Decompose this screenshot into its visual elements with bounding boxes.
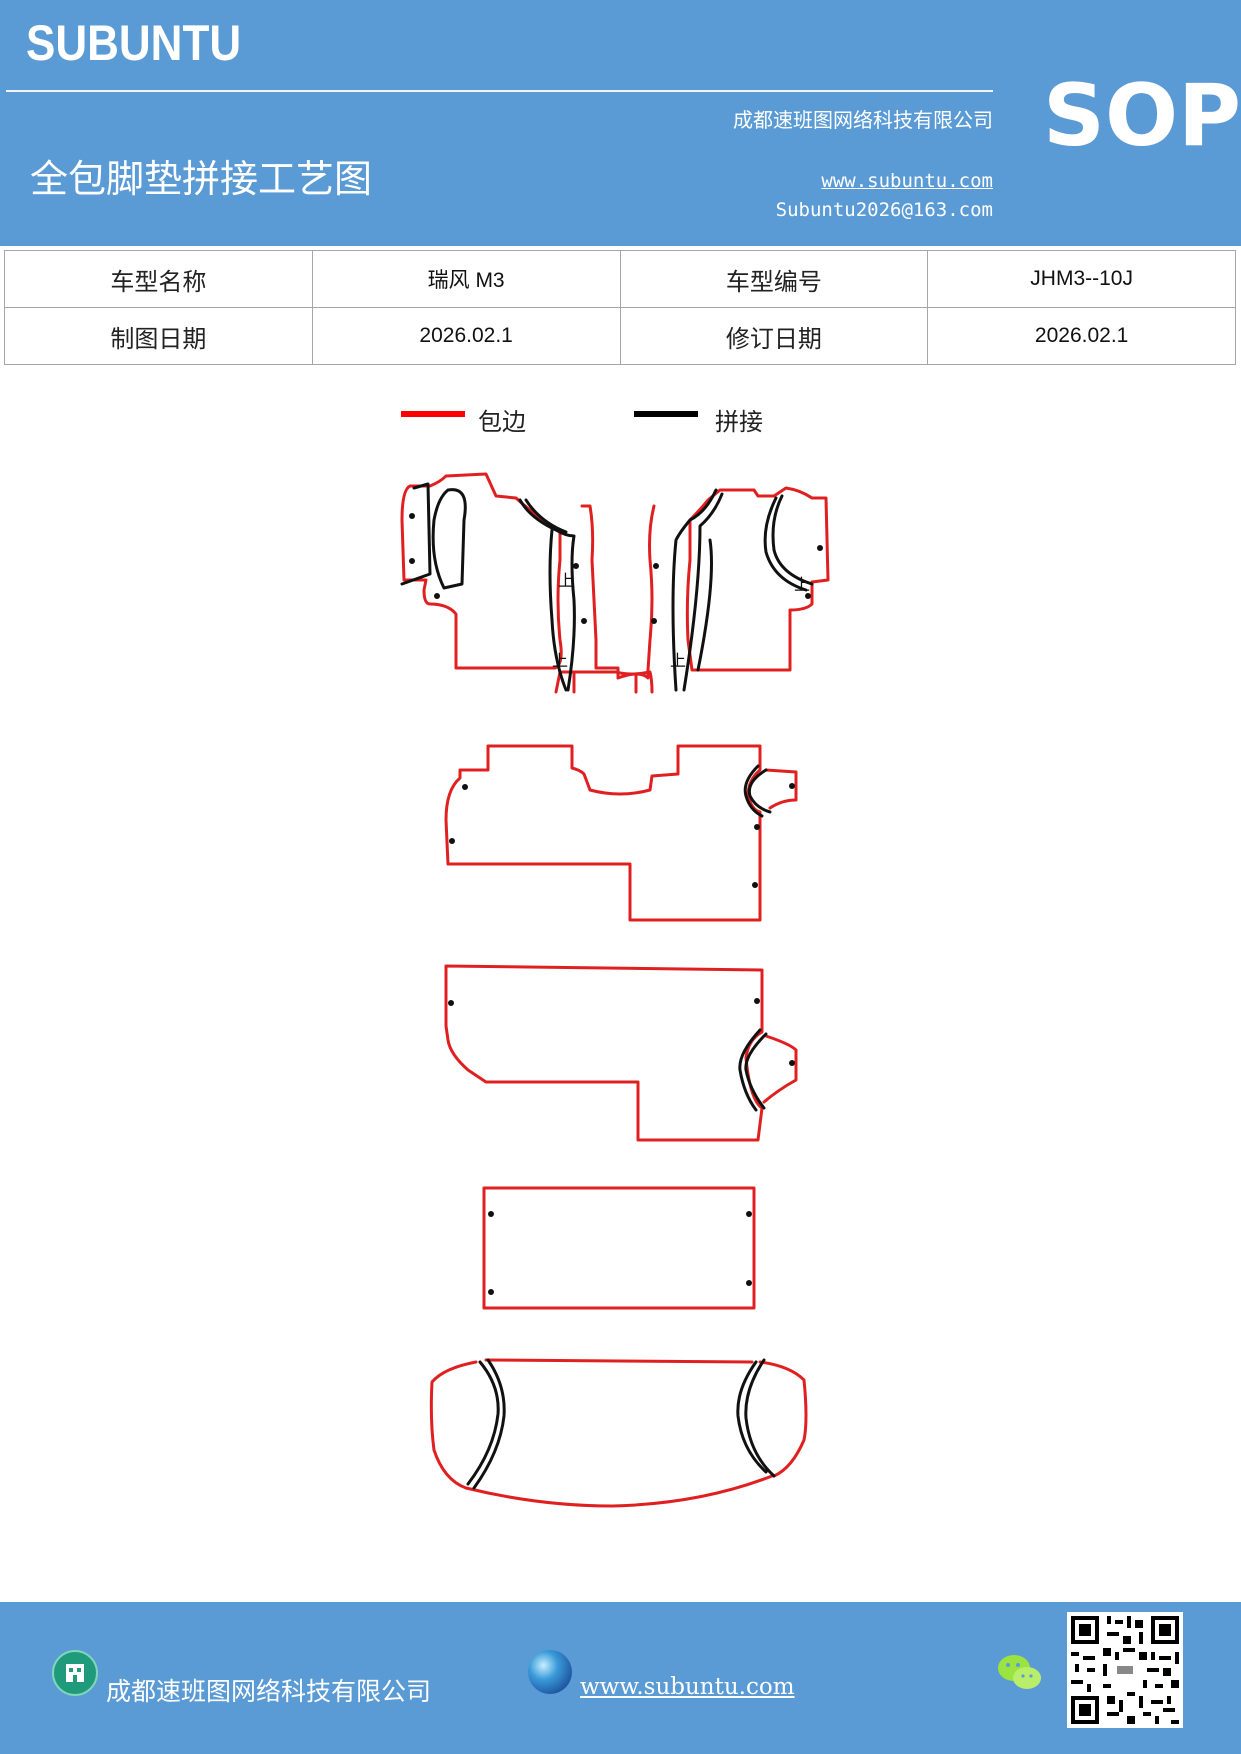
model-code-value: JHM3--10J [927, 250, 1236, 308]
snap-dot [488, 1289, 494, 1295]
building-icon [52, 1650, 98, 1696]
snap-dot [789, 1060, 795, 1066]
edge-swatch [401, 411, 465, 417]
seam-swatch [634, 411, 698, 417]
footer-company: 成都速班图网络科技有限公司 [106, 1677, 432, 1706]
snap-dot [746, 1280, 752, 1286]
snap-dot [746, 1211, 752, 1217]
edge-legend-label: 包边 [478, 408, 526, 436]
front-seam-right-3 [696, 538, 713, 672]
draw-date-label: 制图日期 [4, 307, 313, 365]
snap-dot [789, 783, 795, 789]
snap-dot [651, 618, 657, 624]
page-title: 全包脚垫拼接工艺图 [30, 157, 373, 201]
second-row-seam [743, 764, 772, 818]
front-seam-left-3 [518, 498, 576, 692]
model-code-label: 车型编号 [619, 250, 929, 308]
third-row-seam [738, 1028, 768, 1112]
header-email: Subuntu2026@163.com [775, 199, 993, 221]
brand-logo: SUBUNTU [26, 15, 242, 71]
table-row: 车型名称 瑞风 M3 车型编号 JHM3--10J [4, 250, 1236, 308]
front-left-edge [400, 472, 563, 670]
header-website-link[interactable]: www.subuntu.com [821, 170, 993, 192]
front-seam-right-2 [682, 492, 724, 692]
snap-dot [573, 563, 579, 569]
snap-dot [434, 593, 440, 599]
front-seam-right-4 [771, 494, 814, 586]
second-row-edge [444, 744, 762, 922]
snap-dot [581, 618, 587, 624]
snap-dot [805, 593, 811, 599]
stitch-mark: 上 [558, 571, 574, 590]
snap-dot [488, 1211, 494, 1217]
header-banner: SUBUNTU 成都速班图网络科技有限公司 全包脚垫拼接工艺图 www.subu… [0, 0, 1241, 246]
table-row: 制图日期 2026.02.1 修订日期 2026.02.1 [4, 307, 1236, 365]
trunk-bottom-edge [464, 1474, 774, 1508]
wechat-icon[interactable] [996, 1652, 1044, 1694]
third-row-edge [444, 964, 764, 1142]
stitch-mark: 上 [794, 575, 810, 594]
model-name-value: 瑞风 M3 [311, 250, 621, 308]
second-row-flap [764, 768, 798, 810]
front-bottom-edge [554, 670, 654, 694]
footer-website-link[interactable]: www.subuntu.com [580, 1674, 795, 1700]
snap-dot [754, 998, 760, 1004]
header-divider [6, 90, 993, 92]
trunk-right-edge [758, 1360, 808, 1478]
seam-legend-label: 拼接 [715, 408, 763, 436]
front-seam-left-5 [548, 528, 568, 692]
header-company: 成都速班图网络科技有限公司 [733, 108, 993, 132]
second-row-mat-piece [444, 744, 798, 922]
footer-banner: 成都速班图网络科技有限公司 www.subuntu.com [0, 1602, 1241, 1754]
snap-dot [449, 838, 455, 844]
trunk-seam-left [466, 1358, 506, 1490]
qr-code [1067, 1612, 1183, 1728]
trunk-mat-piece [429, 1358, 808, 1508]
snap-dot [754, 824, 760, 830]
front-seam-left-4 [524, 498, 568, 534]
front-seam-left-1 [400, 482, 432, 586]
front-mat-piece [400, 472, 830, 694]
trunk-seam-right [736, 1358, 776, 1478]
info-table: 车型名称 瑞风 M3 车型编号 JHM3--10J 制图日期 2026.02.1… [4, 250, 1236, 365]
front-seam-right-5 [763, 496, 808, 592]
sop-badge: SOP [1043, 66, 1241, 166]
snap-dot [409, 558, 415, 564]
snap-dot [653, 563, 659, 569]
snap-dot [448, 1000, 454, 1006]
floor-mat-drawing: 上 上 上 上 [400, 472, 830, 1508]
stitch-mark: 上 [670, 651, 686, 670]
trunk-left-edge [429, 1360, 478, 1490]
front-seam-left-2 [431, 488, 467, 590]
front-seam-right-1 [671, 488, 718, 692]
rear-pad-edge [482, 1186, 756, 1310]
revise-date-value: 2026.02.1 [927, 307, 1236, 365]
model-name-label: 车型名称 [4, 250, 313, 308]
globe-icon [528, 1650, 572, 1694]
snap-dot [817, 545, 823, 551]
trunk-top-edge [484, 1358, 754, 1364]
snap-dot [462, 784, 468, 790]
third-row-mat-piece [444, 964, 798, 1142]
third-row-flap [762, 1034, 798, 1104]
front-center-edge [580, 504, 656, 680]
legend: 包边 拼接 [0, 402, 1241, 442]
stitch-mark: 上 [552, 651, 568, 670]
rear-pad-piece [482, 1186, 756, 1310]
revise-date-label: 修订日期 [619, 307, 929, 365]
snap-dot [752, 882, 758, 888]
snap-dot [409, 513, 415, 519]
draw-date-value: 2026.02.1 [311, 307, 621, 365]
